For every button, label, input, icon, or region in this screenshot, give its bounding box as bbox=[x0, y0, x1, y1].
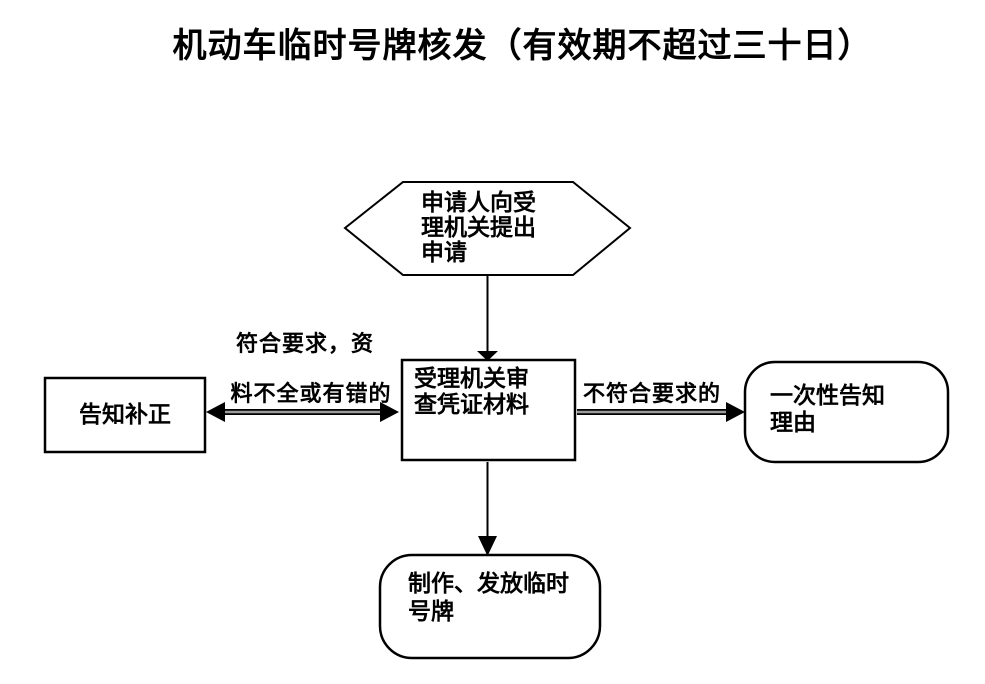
notify-correction-node-label: 告知补正 bbox=[45, 378, 205, 452]
applicant-line-2: 理机关提出 bbox=[421, 215, 536, 241]
applicant-line-1: 申请人向受 bbox=[421, 190, 536, 216]
page-title: 机动车临时号牌核发（有效期不超过三十日） bbox=[172, 26, 873, 66]
review-node-label: 受理机关审 查凭证材料 bbox=[414, 366, 574, 418]
one-time-reason-node-label: 一次性告知 理由 bbox=[770, 383, 940, 437]
review-line-2: 查凭证材料 bbox=[414, 392, 529, 418]
arrowhead-applicant-review bbox=[477, 351, 498, 361]
edge-label-correction-line-1: 符合要求，资 bbox=[235, 332, 374, 357]
edge-label-correction-line-2: 料不全或有错的 bbox=[230, 382, 392, 407]
notify-correction-rectangle-shape bbox=[43, 376, 207, 454]
one-time-reason-rounded-shape bbox=[743, 360, 950, 464]
issue-line-1: 制作、发放临时 bbox=[408, 571, 569, 597]
notify-correction-text: 告知补正 bbox=[79, 401, 171, 428]
arrowhead-correction-left bbox=[206, 402, 225, 422]
applicant-hexagon-shape bbox=[343, 181, 632, 276]
reason-line-1: 一次性告知 bbox=[770, 383, 885, 409]
edge-label-reason: 不符合要求的 bbox=[582, 382, 721, 407]
issue-line-2: 号牌 bbox=[408, 599, 454, 625]
reason-line-2: 理由 bbox=[770, 410, 816, 436]
applicant-line-3: 申请 bbox=[421, 240, 467, 266]
arrowhead-correction-right bbox=[380, 402, 399, 422]
arrowhead-reason bbox=[726, 402, 745, 422]
arrowhead-issue bbox=[478, 536, 497, 556]
review-line-1: 受理机关审 bbox=[414, 366, 529, 392]
issue-plate-node-label: 制作、发放临时 号牌 bbox=[408, 570, 598, 626]
applicant-node-label: 申请人向受 理机关提出 申请 bbox=[421, 191, 591, 266]
review-rectangle-shape bbox=[400, 358, 577, 462]
issue-plate-rounded-shape bbox=[378, 553, 602, 660]
